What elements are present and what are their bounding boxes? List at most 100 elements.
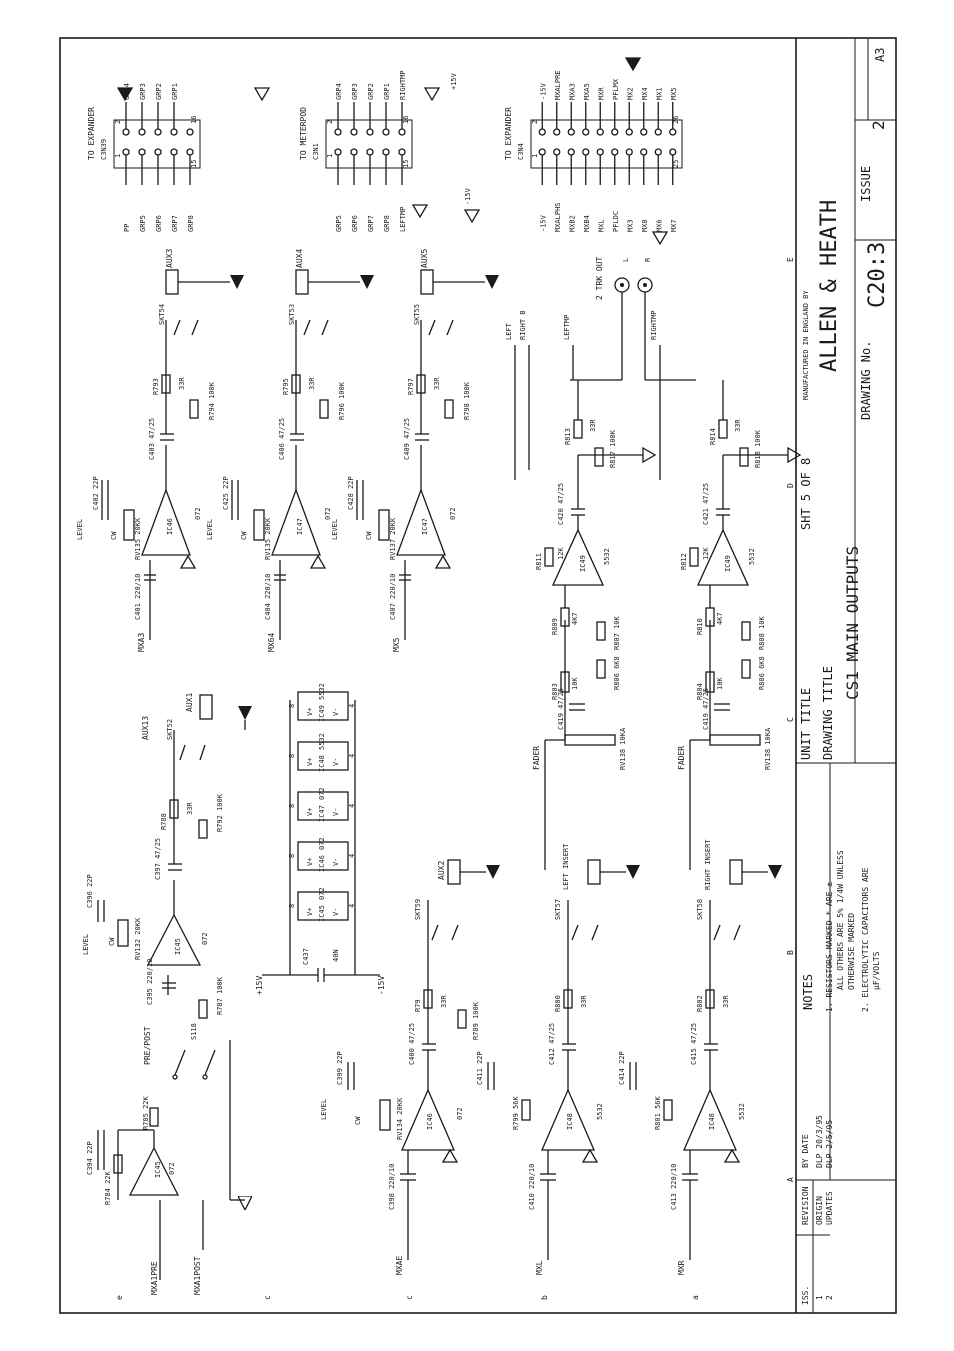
connector-pin	[350, 128, 358, 136]
pin-label: MXB2	[568, 215, 576, 232]
cw-label: CW	[354, 1116, 362, 1125]
cap-out-label: C412 47/25	[548, 1023, 556, 1065]
load-resistor-label: R796 100K	[338, 381, 346, 420]
cap-out-label: C403 47/25	[148, 418, 156, 460]
fader-opamp	[696, 528, 750, 586]
r785	[149, 1107, 159, 1127]
cap-out-label: C409 47/25	[403, 418, 411, 460]
vplus-label: V+	[306, 908, 314, 916]
pin-label: MX7	[670, 219, 678, 232]
pin-label: GRP1	[171, 83, 179, 100]
ground-symbol	[411, 204, 429, 219]
col-marker: A	[786, 1177, 795, 1182]
ground-ref-symbol	[309, 554, 327, 569]
pin-number: 4	[348, 804, 356, 808]
note-1b: ALL OTHERS ARE 5% 1/4W UNLESS	[836, 850, 845, 990]
ic-type: 5532	[596, 1103, 604, 1120]
resistor-a	[560, 671, 570, 693]
load-resistor-label: R798 100K	[463, 381, 471, 420]
pin-label: MXA5	[583, 83, 591, 100]
connector-pin	[625, 148, 633, 156]
resistor-label: R797	[407, 378, 415, 395]
ground-ref-symbol	[787, 446, 802, 464]
series-resistor	[423, 989, 433, 1009]
aux-output-box	[420, 269, 434, 295]
r784-label: R784 22K	[104, 1170, 112, 1205]
connector-pin	[553, 148, 561, 156]
connector-pin	[640, 148, 648, 156]
aux13-label: AUX13	[141, 716, 150, 740]
resistor-c	[596, 621, 606, 641]
cw-label: CW	[110, 531, 118, 540]
connector-pin	[553, 128, 561, 136]
connector-pin	[334, 148, 342, 156]
resistor-c-label: R808 10K	[758, 615, 766, 650]
pin-label: RIGHTMP	[399, 70, 407, 100]
connector-pin	[611, 148, 619, 156]
row-marker: a	[691, 1295, 700, 1300]
resistor-label: R803	[551, 683, 559, 700]
ic-label: IC47	[296, 518, 304, 535]
pin-label: GRP3	[351, 83, 359, 100]
rev-2-by-date: DLP 2/5/95	[825, 1120, 834, 1168]
series-resistor	[161, 374, 171, 394]
pin-label: PFLDC	[612, 211, 620, 232]
connector-pin	[611, 128, 619, 136]
aux-input-label: MX5	[392, 637, 401, 652]
cap-fb-label: C414 22P	[618, 1051, 626, 1085]
mix-input-label: MXR	[677, 1260, 686, 1275]
cap-out-label: C406 47/25	[278, 418, 286, 460]
ic-type: 5532	[318, 683, 326, 700]
connector-pin	[596, 148, 604, 156]
sheet-size: A3	[873, 48, 887, 62]
pin-number: 8	[288, 854, 296, 858]
ground-ref-symbol	[581, 1148, 599, 1163]
ic-package	[297, 741, 349, 771]
ic45a-label: IC45	[154, 1161, 162, 1178]
pin-label: GRP5	[139, 215, 147, 232]
ic-type: 072	[194, 507, 202, 520]
s118-label: S118	[190, 1023, 198, 1040]
pin-number: 26	[672, 116, 680, 124]
connector-pin	[186, 128, 194, 136]
manufactured-label: MANUFACTURED IN ENGLAND BY	[802, 290, 810, 400]
connector-title: TO EXPANDER	[87, 107, 96, 160]
ground-symbol	[626, 865, 640, 879]
pin-label: MXALPRE	[554, 70, 562, 100]
resistor-value: 33R	[178, 377, 186, 390]
insert-output-box	[587, 859, 601, 885]
aux1-stage: MXA1PRE MXA1POST IC45 072 R784 22K C394 …	[82, 693, 252, 1295]
resistor-label: R809	[551, 618, 559, 635]
pot-label: RV135 20KK	[264, 517, 272, 560]
pin-label: -15V	[539, 82, 547, 100]
pin-label: GRP7	[171, 215, 179, 232]
cap-out-label: C420 47/25	[557, 483, 565, 525]
resistor-value: 10K	[571, 677, 579, 690]
cap-out-label: C400 47/25	[408, 1023, 416, 1065]
load-resistor-label: R817 100K	[609, 429, 617, 468]
cw-label: CW	[240, 531, 248, 540]
pin-label: MX1	[655, 87, 663, 100]
load-resistor-label: R794 100K	[208, 381, 216, 420]
connector-ref: C3N4	[517, 143, 525, 160]
mix-opamp	[541, 1088, 595, 1151]
resistor-value: 33R	[734, 419, 742, 432]
level-label: LEVEL	[206, 519, 214, 540]
resistor-label: R795	[282, 378, 290, 395]
pin-label: GRP8	[383, 215, 391, 232]
resistor-value: 33R	[722, 995, 730, 1008]
unit-title-label: UNIT TITLE	[799, 688, 813, 760]
pin-label: GRP6	[155, 215, 163, 232]
connector-cn39: TO EXPANDERC3N39211615GRP4PPGRP3GRP5GRP2…	[87, 83, 201, 232]
ground-ref-symbol	[434, 554, 452, 569]
aux2-output-box	[447, 859, 461, 885]
row-marker: e	[115, 1295, 124, 1300]
pot-label: RV134 20KK	[396, 1097, 404, 1140]
level-pot	[379, 1099, 391, 1131]
resistor-c-label: R807 10K	[613, 615, 621, 650]
r788-label: R788	[160, 813, 168, 830]
ic-label: IC49	[579, 555, 587, 572]
pin-number: 8	[288, 754, 296, 758]
